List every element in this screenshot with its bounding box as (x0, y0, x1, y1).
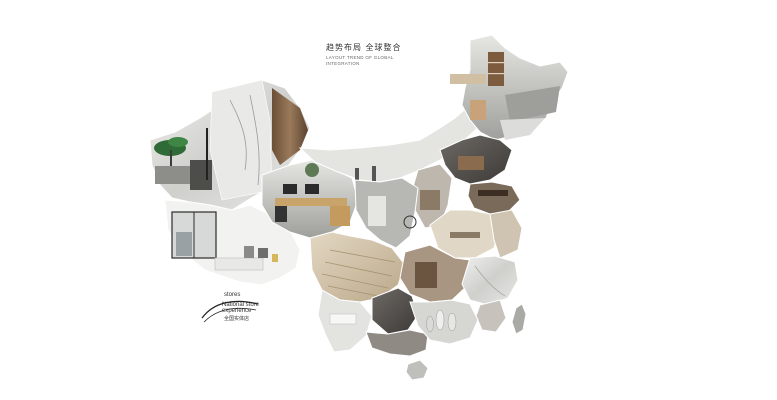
counter (450, 74, 486, 84)
region-taiwan (511, 303, 527, 335)
store-label: stores National store experience 全国实体店 (200, 292, 260, 323)
table-henan (450, 232, 480, 238)
region-shandong (467, 181, 521, 215)
white-table (329, 313, 357, 325)
wood-panel (272, 88, 308, 165)
swoosh-logo-icon (201, 300, 259, 323)
region-hainan (405, 359, 429, 381)
round-mirror (403, 215, 417, 229)
wall-art-2 (258, 248, 268, 258)
vase-2 (447, 312, 457, 332)
office-desk (275, 198, 347, 206)
bookshelf-hunan (415, 262, 437, 288)
bed (214, 257, 264, 271)
city-view (176, 232, 192, 256)
heading-block: 趋势布局 全球整合 LAYOUT TREND OF GLOBAL INTEGRA… (326, 42, 402, 67)
sofa-back (190, 160, 212, 190)
stair (420, 190, 440, 210)
vase-3 (426, 315, 434, 333)
region-jiangsu (489, 209, 523, 259)
tiles-ne (505, 86, 560, 122)
marble-vein-2 (474, 265, 506, 297)
region-guangxi (365, 329, 429, 357)
wall-art-1 (244, 246, 254, 258)
region-guizhou (371, 287, 419, 335)
page-title: 趋势布局 全球整合 (326, 43, 402, 52)
pendant-lamp (305, 163, 319, 177)
monitor-1 (283, 184, 297, 194)
partition-wood (330, 206, 350, 226)
page-subtitle: LAYOUT TREND OF GLOBAL INTEGRATION (326, 55, 394, 66)
region-shaanxi (354, 177, 419, 249)
region-zhejiang (461, 255, 519, 306)
office-chair (275, 206, 287, 222)
bookshelf (488, 52, 504, 86)
wood-cabinet (458, 156, 484, 170)
chair-accent (272, 254, 278, 262)
wood-grain (321, 249, 396, 297)
vase-1 (435, 309, 445, 331)
marble-vein (229, 94, 260, 186)
floor-lamp (206, 128, 208, 180)
marble-floor-ne (500, 118, 545, 140)
store-label-experience: experience (222, 308, 252, 314)
store-label-cn: 全国实体店 (224, 316, 250, 322)
store-label-national: National store (222, 302, 260, 308)
chair-ne (470, 100, 486, 120)
shelf-line (488, 62, 504, 64)
corridor-column (355, 168, 359, 188)
kitchen-shelf (478, 190, 508, 196)
region-fujian (475, 299, 507, 333)
shelf-interior (368, 196, 386, 226)
corridor-column-2 (372, 166, 376, 188)
plant-icon (154, 137, 188, 166)
shelf-line-2 (488, 73, 504, 75)
store-label-stores: stores (224, 292, 241, 298)
monitor-2 (305, 184, 319, 194)
